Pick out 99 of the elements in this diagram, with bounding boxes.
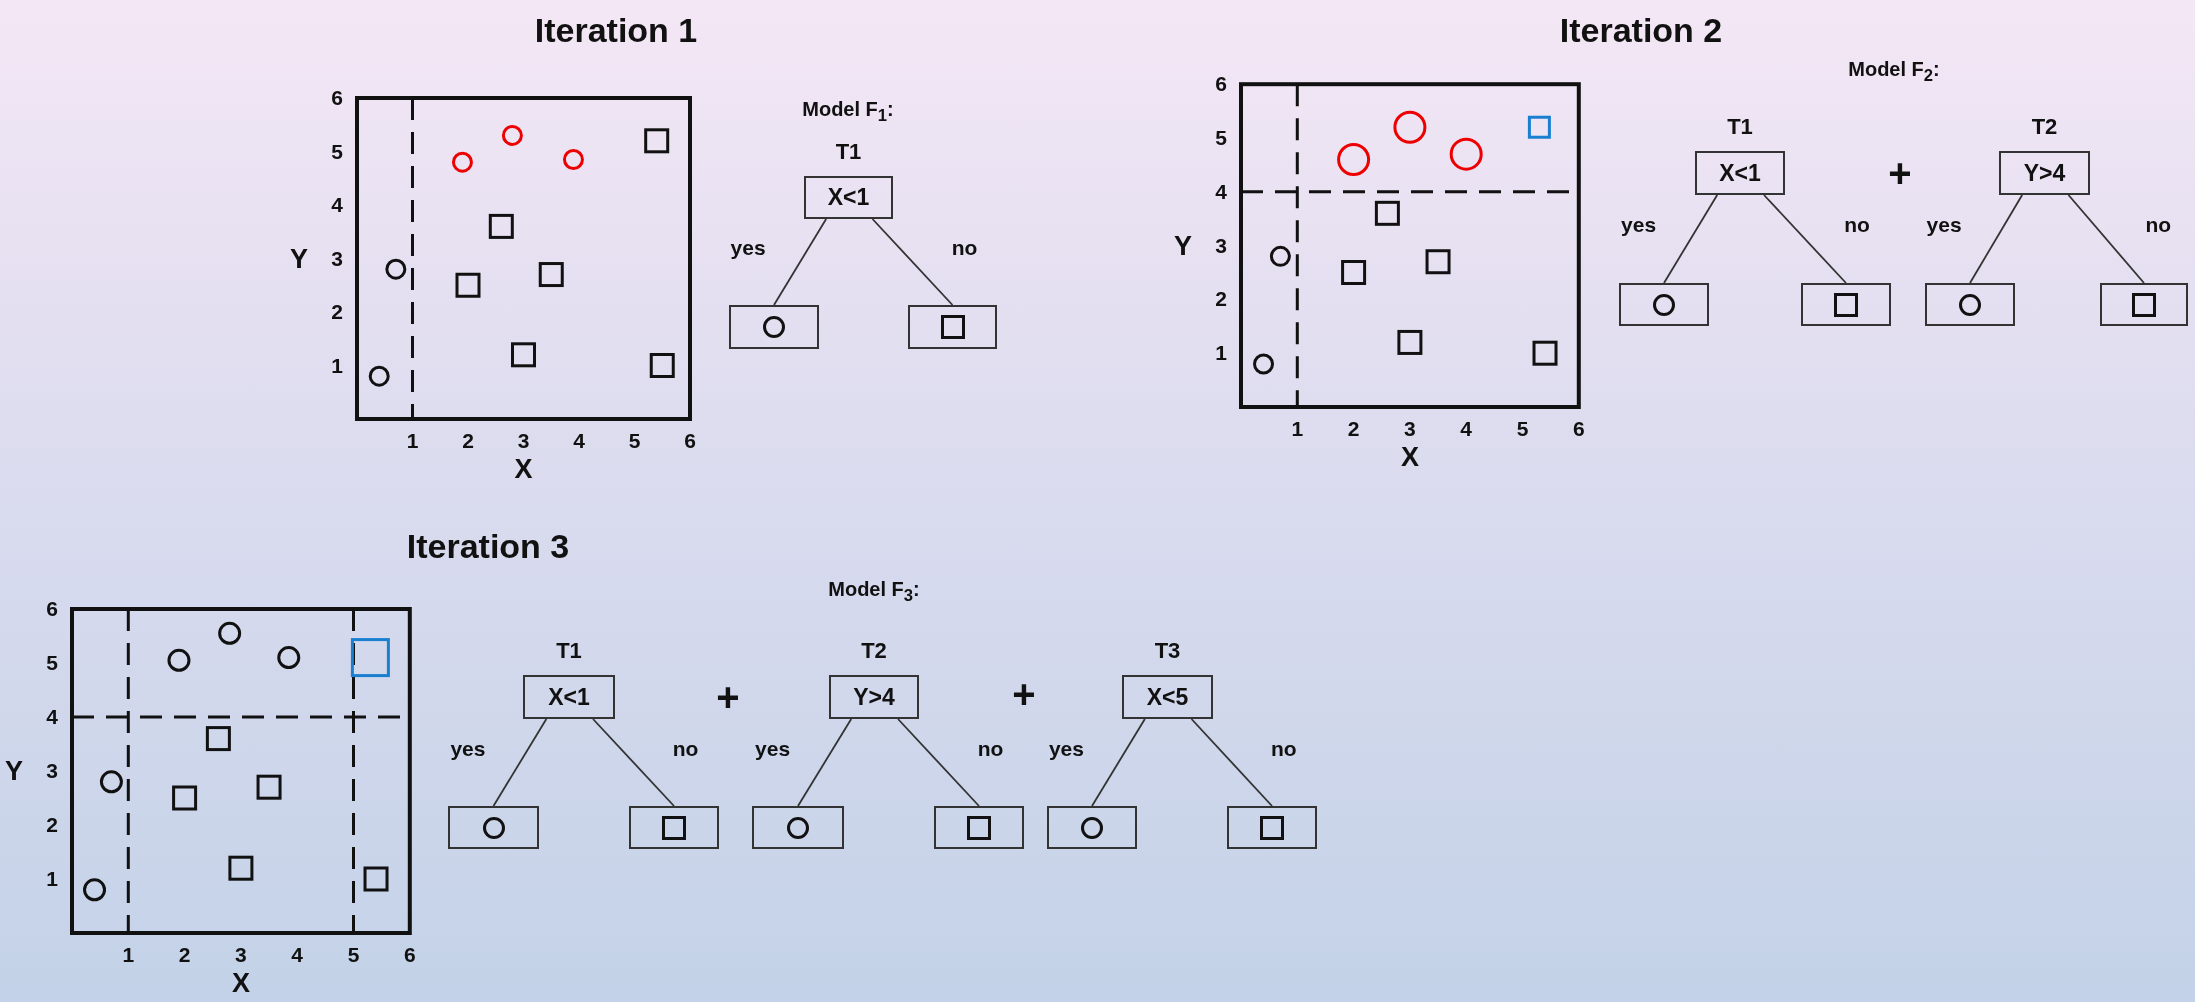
decision-box: X<5 (1122, 675, 1213, 719)
leaf-box (908, 305, 997, 349)
axis-title: X (231, 967, 250, 999)
leaf-box (1047, 806, 1137, 849)
axis-title: X (1400, 441, 1419, 473)
iteration-title: Iteration 2 (1559, 10, 1723, 50)
tree-branch-line (1969, 194, 2024, 284)
tick-label: 5 (1516, 417, 1529, 441)
axis-title: Y (1174, 230, 1192, 262)
model-label: Model F$_{2}$: (1848, 58, 1940, 86)
tick-label: 1 (331, 353, 343, 378)
leaf-box (448, 806, 539, 849)
model-label: Model F$_{3}$: (828, 578, 920, 606)
tree-label: T2 (2031, 114, 2058, 140)
tick-label: 4 (1215, 179, 1227, 204)
edge-label: yes (755, 736, 791, 761)
tree-branch-line (1091, 718, 1146, 807)
tick-label: 6 (1215, 72, 1227, 97)
edge-label: no (951, 236, 978, 260)
leaf-box (1801, 283, 1891, 326)
edge-label: no (977, 736, 1004, 761)
tick-label: 4 (1460, 417, 1473, 441)
tick-label: 4 (291, 943, 304, 967)
edge-label: no (1270, 736, 1297, 761)
tree-branch-line (2067, 194, 2145, 284)
tick-label: 5 (628, 429, 641, 453)
edge-label: yes (450, 736, 486, 761)
tick-label: 3 (46, 759, 58, 783)
plus-sign: + (1012, 671, 1036, 717)
tick-label: 4 (331, 193, 343, 217)
tree-label: T1 (835, 139, 862, 165)
iteration-title: Iteration 1 (534, 10, 698, 50)
edge-label: no (2145, 213, 2172, 237)
model-label: Model F$_{1}$: (802, 98, 894, 126)
tick-label: 1 (122, 943, 135, 967)
tick-label: 3 (1215, 233, 1227, 258)
tree-branch-line (871, 218, 954, 306)
axis-title: Y (290, 243, 308, 274)
axis-title: Y (5, 755, 23, 787)
edge-label: yes (1621, 213, 1657, 237)
tick-label: 2 (178, 943, 191, 967)
tree-branch-line (1190, 718, 1273, 807)
tick-label: 4 (573, 429, 585, 453)
tick-label: 2 (46, 813, 58, 837)
decision-box: X<1 (523, 675, 615, 719)
tick-label: 5 (331, 139, 343, 164)
tree-label: T1 (556, 638, 582, 664)
axis-title: X (514, 453, 533, 485)
leaf-box (729, 305, 819, 349)
edge-label: no (1844, 213, 1870, 237)
tree-branch-line (797, 718, 853, 807)
leaf-box (1227, 806, 1317, 849)
tick-label: 1 (1215, 341, 1227, 366)
tick-label: 6 (403, 943, 416, 967)
plus-sign: + (1888, 150, 1912, 196)
tick-label: 5 (1215, 126, 1227, 150)
tick-label: 3 (517, 429, 530, 453)
decision-box: Y>4 (829, 675, 919, 719)
tree-branch-line (592, 718, 675, 807)
tick-label: 2 (1215, 287, 1227, 312)
edge-label: yes (1926, 213, 1962, 237)
tree-branch-line (773, 218, 828, 306)
tick-label: 5 (347, 943, 360, 967)
tree-branch-line (1663, 194, 1719, 284)
iteration-title: Iteration 3 (406, 526, 570, 566)
tick-label: 6 (1572, 417, 1585, 441)
edge-label: yes (1048, 736, 1084, 761)
tick-label: 1 (406, 429, 419, 453)
tree-label: T2 (861, 638, 887, 664)
leaf-box (1619, 283, 1709, 326)
tick-label: 3 (235, 943, 247, 967)
decision-box: X<1 (1695, 151, 1785, 195)
plus-sign: + (716, 674, 740, 720)
edge-label: yes (730, 236, 766, 260)
tree-branch-line (897, 718, 980, 807)
decision-box: Y>4 (1999, 151, 2090, 195)
tick-label: 2 (462, 429, 474, 453)
tick-label: 2 (1347, 417, 1360, 441)
tick-label: 2 (331, 300, 343, 324)
leaf-box (752, 806, 844, 849)
leaf-box (2100, 283, 2188, 326)
tick-label: 3 (331, 246, 343, 271)
tick-label: 3 (1404, 417, 1416, 441)
tick-label: 1 (1291, 417, 1304, 441)
tick-label: 6 (684, 429, 696, 453)
tree-branch-line (1763, 194, 1847, 284)
tick-label: 6 (46, 597, 58, 621)
edge-label: no (672, 736, 699, 761)
tree-label: T3 (1154, 638, 1181, 664)
leaf-box (1925, 283, 2015, 326)
leaf-box (934, 806, 1024, 849)
tick-label: 6 (331, 86, 343, 110)
decision-box: X<1 (804, 176, 893, 219)
tick-label: 4 (46, 705, 58, 729)
tree-branch-line (492, 718, 548, 807)
leaf-box (629, 806, 719, 849)
tree-label: T1 (1727, 114, 1753, 140)
tick-label: 1 (46, 867, 58, 891)
tick-label: 5 (46, 651, 58, 675)
